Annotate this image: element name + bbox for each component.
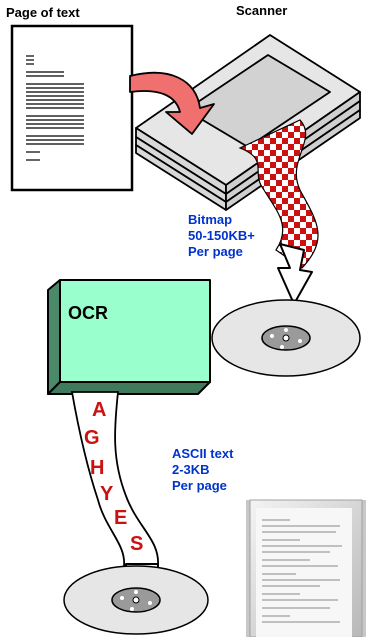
storage-disk-ascii: [63, 565, 209, 635]
thumbnail-text-lines: [262, 519, 342, 623]
storage-disk-bitmap: [211, 299, 361, 377]
bitmap-label-line-3: Per page: [188, 244, 243, 259]
ascii-label-line-1: ASCII text: [172, 446, 234, 461]
ocr-label: OCR: [68, 303, 108, 323]
bitmap-label-line-2: 50-150KB+: [188, 228, 255, 243]
ocr-box: [47, 279, 211, 395]
ascii-ribbon: A G H Y E S: [70, 391, 159, 567]
ribbon-letters: A G H Y E S: [84, 399, 143, 555]
scanner-device: [135, 34, 361, 211]
bitmap-down-arrow: [277, 243, 313, 305]
ascii-label-line-2: 2-3KB: [172, 462, 210, 477]
text-lines: [26, 55, 84, 161]
scanner-label: Scanner: [236, 3, 288, 18]
page-of-text-document: [10, 24, 134, 192]
bitmap-label-line-1: Bitmap: [188, 212, 233, 227]
page-of-text-label: Page of text: [6, 5, 80, 20]
output-document-thumbnail: [246, 499, 366, 638]
ascii-label-line-3: Per page: [172, 478, 227, 493]
bitmap-info-label: Bitmap 50-150KB+ Per page: [188, 212, 255, 260]
ascii-info-label: ASCII text 2-3KB Per page: [172, 446, 233, 494]
bitmap-ribbon: [238, 119, 319, 269]
feed-arrow: [129, 71, 215, 135]
